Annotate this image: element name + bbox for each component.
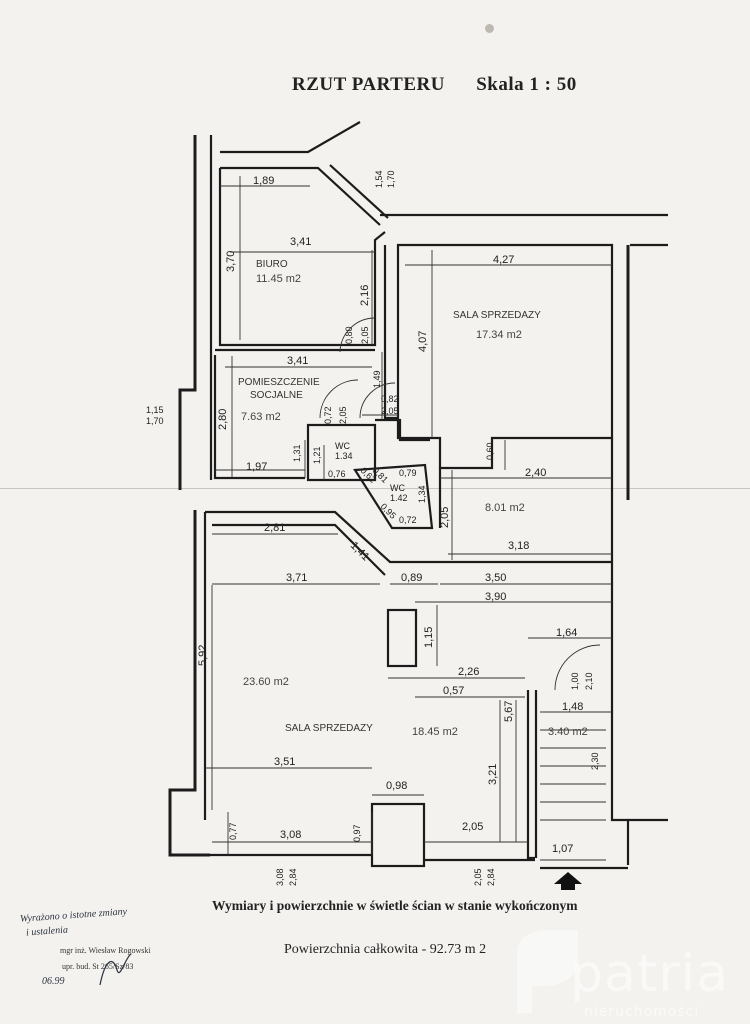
dim-label: 0,95 [379, 501, 398, 520]
dim-label: 2,80 [217, 409, 229, 430]
dim-label: 3,51 [274, 756, 295, 768]
dim-label: 5,67 [503, 701, 515, 722]
room-area-wc2: 1.42 [390, 493, 408, 503]
room-area-sala-top: 17.34 m2 [476, 329, 522, 341]
dim-label: 0,60 [485, 442, 495, 460]
room-area-sala-left: 23.60 m2 [243, 676, 289, 688]
dim-label: 0,79 [399, 468, 417, 478]
dim-label: 2,16 [359, 285, 371, 306]
room-area-sala-bottom: 18.45 m2 [412, 726, 458, 738]
stamp-line-1: mgr inż. Wiesław Rogowski [60, 946, 151, 955]
dim-label: 4,07 [417, 331, 429, 352]
room-area-socjalne: 7.63 m2 [241, 411, 281, 423]
dim-label: 2,05 [439, 507, 451, 528]
dim-label: 2,26 [458, 666, 479, 678]
dim-label: 3,08 [275, 868, 285, 886]
dim-label: 2,84 [486, 868, 496, 886]
room-area-wc1: 1.34 [335, 451, 353, 461]
dim-label: 2,05 [381, 406, 399, 416]
dim-label: 1,34 [417, 485, 427, 503]
dim-label: 3,70 [225, 251, 237, 272]
dim-label: 1,15 [146, 405, 164, 415]
dim-label: 2,05 [473, 868, 483, 886]
dimension-lines [205, 176, 612, 861]
dim-label: 3,41 [290, 236, 311, 248]
scale-text: Skala 1 : 50 [476, 74, 577, 95]
dimensions-note: Wymiary i powierzchnie w świetle ścian w… [212, 898, 578, 913]
plan-title: RZUT PARTERU Skala 1 : 50 [292, 74, 577, 96]
dim-label: 0,77 [228, 822, 238, 840]
dim-label: 2,05 [338, 406, 348, 424]
dim-label: 3,18 [508, 540, 529, 552]
dim-label: 0,89 [401, 572, 422, 584]
dim-label: 4,27 [493, 254, 514, 266]
dim-label: 1,00 [570, 672, 580, 690]
dim-label: 3,71 [286, 572, 307, 584]
room-name-socjalne-1: POMIESZCZENIE [238, 377, 320, 388]
walls [168, 121, 668, 870]
dim-label: 2,10 [584, 672, 594, 690]
dim-label: 0,76 [328, 469, 346, 479]
room-name-socjalne-2: SOCJALNE [250, 390, 303, 401]
dim-label: 3,41 [287, 355, 308, 367]
dim-label: 1,48 [562, 701, 583, 713]
dim-label: 1,70 [146, 416, 164, 426]
watermark-logo-icon [517, 930, 578, 1013]
dim-label: 3,21 [487, 764, 499, 785]
floor-plan: BIURO 11.45 m2 POMIESZCZENIE SOCJALNE 7.… [146, 121, 668, 890]
dim-label: 0,97 [352, 824, 362, 842]
room-area-stair: 3.40 m2 [548, 726, 588, 738]
dimension-labels: 1,89 3,70 3,41 2,16 0,80 2,05 1,54 1,70 … [146, 170, 600, 886]
room-name-wc2: WC [390, 483, 405, 493]
watermark-brand: patria [570, 944, 729, 1004]
room-name-sala-top: SALA SPRZEDAZY [453, 310, 541, 321]
stamp-line-2: upr. bud. St 265/Sz/83 [62, 962, 134, 971]
watermark-sub: nieruchomości [584, 1004, 700, 1020]
room-name-sala-bottom: SALA SPRZEDAZY [285, 723, 373, 734]
dim-label: 0,98 [386, 780, 407, 792]
dim-label: 0,82 [381, 394, 399, 404]
dim-label: 0,57 [443, 685, 464, 697]
dim-label: 1,97 [246, 461, 267, 473]
signature-mark [99, 953, 132, 986]
dim-label: 1,31 [292, 444, 302, 462]
dim-label: 2,05 [360, 326, 370, 344]
total-area-note: Powierzchnia całkowita - 92.73 m 2 [284, 942, 487, 957]
dim-label: 3,50 [485, 572, 506, 584]
dim-label: 1,49 [372, 370, 382, 388]
dim-label: 0,72 [399, 515, 417, 525]
dim-label: 5,92 [197, 645, 209, 666]
dim-label: 1,64 [556, 627, 577, 639]
dim-label: 3,08 [280, 829, 301, 841]
dim-label: 0,80 [344, 326, 354, 344]
dim-label: 1,21 [312, 446, 322, 464]
dim-label: 2,40 [525, 467, 546, 479]
dim-label: 2,30 [590, 752, 600, 770]
dim-label: 2,81 [264, 522, 285, 534]
dim-label: 1,70 [386, 170, 396, 188]
punch-hole [485, 24, 494, 33]
room-labels: BIURO 11.45 m2 POMIESZCZENIE SOCJALNE 7.… [238, 259, 588, 738]
room-area-corridor: 8.01 m2 [485, 502, 525, 514]
dim-label: 2,05 [462, 821, 483, 833]
room-name-biuro: BIURO [256, 259, 288, 270]
dim-label: 1,07 [552, 843, 573, 855]
handwritten-note-1: Wyrażono o istotne zmiany [19, 906, 128, 925]
dim-label: 0,72 [323, 406, 333, 424]
handwritten-note-2: i ustalenia [25, 924, 69, 939]
room-area-biuro: 11.45 m2 [256, 273, 301, 285]
title-text: RZUT PARTERU [292, 74, 445, 95]
entrance-arrow-icon [554, 872, 582, 890]
dim-label: 1,89 [253, 175, 274, 187]
dim-label: 1,54 [374, 170, 384, 188]
dim-label: 1,15 [423, 627, 435, 648]
room-name-wc1: WC [335, 441, 350, 451]
dim-label: 2,84 [288, 868, 298, 886]
fold-line [0, 488, 750, 489]
dim-label: 3,90 [485, 591, 506, 603]
handwritten-date: 06.99 [42, 976, 65, 987]
